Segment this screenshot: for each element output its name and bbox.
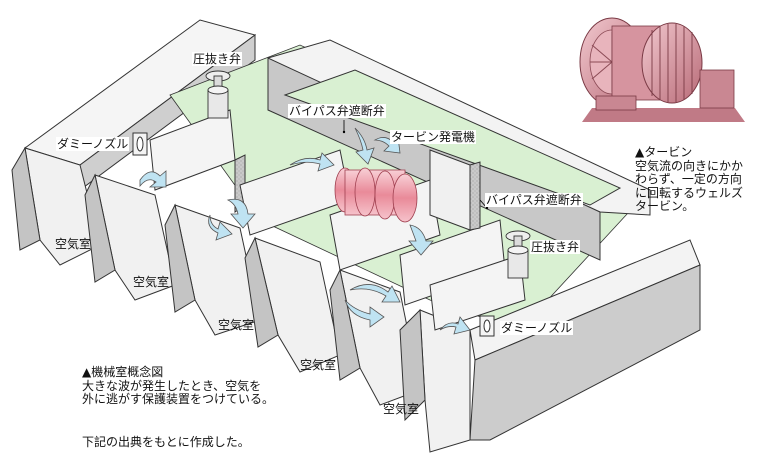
machine-room-note: ▲機械室概念図 大きな波が発生したとき、空気を 外に逃がす保護装置をつけている。 <box>82 365 275 407</box>
turbine-photo <box>572 8 752 126</box>
pressure-valve-right-label: 圧抜き弁 <box>530 240 581 254</box>
dummy-nozzle-right-label: ダミーノズル <box>500 321 574 335</box>
machine-room-note-title: ▲機械室概念図 <box>82 365 164 379</box>
dummy-nozzle-right-shape <box>479 315 495 337</box>
machine-room-note-line: 外に逃がす保護装置をつけている。 <box>82 392 275 406</box>
turbine-note-line: に回転するウェルズ <box>635 185 744 200</box>
air-chamber-fins <box>11 146 471 453</box>
source-note: 下記の出典をもとに作成した。 <box>82 435 250 449</box>
air-chamber-label-2: 空気室 <box>133 275 170 289</box>
bypass-valve-right-label: バイパス弁遮断弁 <box>485 193 583 207</box>
machine-room-note-line: 大きな波が発生したとき、空気を <box>82 378 262 393</box>
turbine-note-line: 空気流の向きにかか <box>635 158 744 173</box>
air-chamber-label-5: 空気室 <box>383 402 420 416</box>
pressure-valve-top-label: 圧抜き弁 <box>192 52 243 66</box>
air-chamber-label-3: 空気室 <box>218 318 255 332</box>
airflow-arrows <box>139 127 471 335</box>
turbine-note-line: わらず、一定の方向 <box>635 172 742 186</box>
air-chamber-label-4: 空気室 <box>300 358 337 372</box>
turbine-generator <box>334 167 418 223</box>
dummy-nozzle-left-shape <box>132 132 148 156</box>
pressure-valve-left <box>205 70 231 119</box>
dummy-nozzle-left-label: ダミーノズル <box>56 137 130 151</box>
turbine-note-title: ▲タービン <box>635 145 693 159</box>
bypass-valve-top-label: バイパス弁遮断弁 <box>288 104 386 118</box>
turbine-note-line: タービン。 <box>635 199 695 213</box>
turbine-note: ▲タービン 空気流の向きにかか わらず、一定の方向 に回転するウェルズ タービン… <box>635 145 744 214</box>
pressure-valve-right <box>505 230 531 279</box>
air-chamber-label-1: 空気室 <box>55 237 92 251</box>
turbine-generator-label: タービン発電機 <box>390 130 477 144</box>
